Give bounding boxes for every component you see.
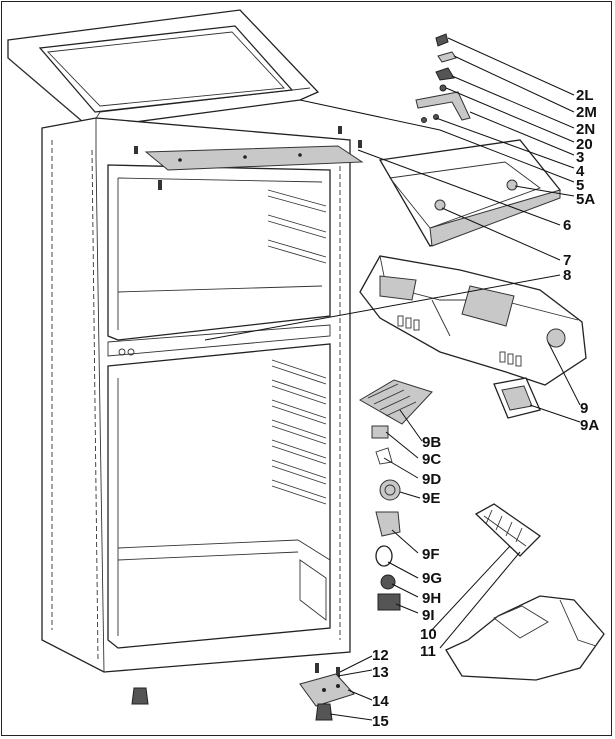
bottom-hinge-hardware [131,663,355,721]
label-2L: 2L [576,87,594,104]
label-9E: 9E [422,490,440,507]
top-cover-panel [7,9,320,129]
label-20: 20 [576,136,593,153]
label-9: 9 [580,400,588,417]
label-4: 4 [576,163,585,180]
label-9C: 9C [422,451,441,468]
label-9H: 9H [422,590,441,607]
switch-block-9A [493,377,541,419]
ice-tray [474,503,542,557]
evaporator-housing [359,255,587,386]
label-2M: 2M [576,104,597,121]
label-10: 10 [420,626,437,643]
label-6: 6 [563,217,571,234]
label-15: 15 [372,713,389,730]
drip-tray [445,595,605,681]
label-9B: 9B [422,434,441,451]
label-9F: 9F [422,546,440,563]
label-7: 7 [563,252,571,269]
part-labels: 2L 2M 2N 20 3 4 5 5A 6 7 8 9 9A 9B 9C 9D… [372,87,599,730]
label-9A: 9A [580,417,599,434]
cabinet-body [41,117,351,673]
thermostat-parts [359,379,433,611]
control-panel-cover [378,139,562,247]
label-9I: 9I [422,607,435,624]
label-5: 5 [576,177,584,194]
label-8: 8 [563,267,571,284]
label-14: 14 [372,693,389,710]
label-11: 11 [420,643,436,660]
label-5A: 5A [576,191,595,208]
small-hinge-parts [415,33,471,123]
top-hinge-plate [134,126,364,190]
label-9G: 9G [422,570,442,587]
label-13: 13 [372,664,389,681]
leader-lines [204,37,581,721]
label-12: 12 [372,647,389,664]
label-3: 3 [576,149,584,166]
label-2N: 2N [576,121,595,138]
label-9D: 9D [422,471,441,488]
